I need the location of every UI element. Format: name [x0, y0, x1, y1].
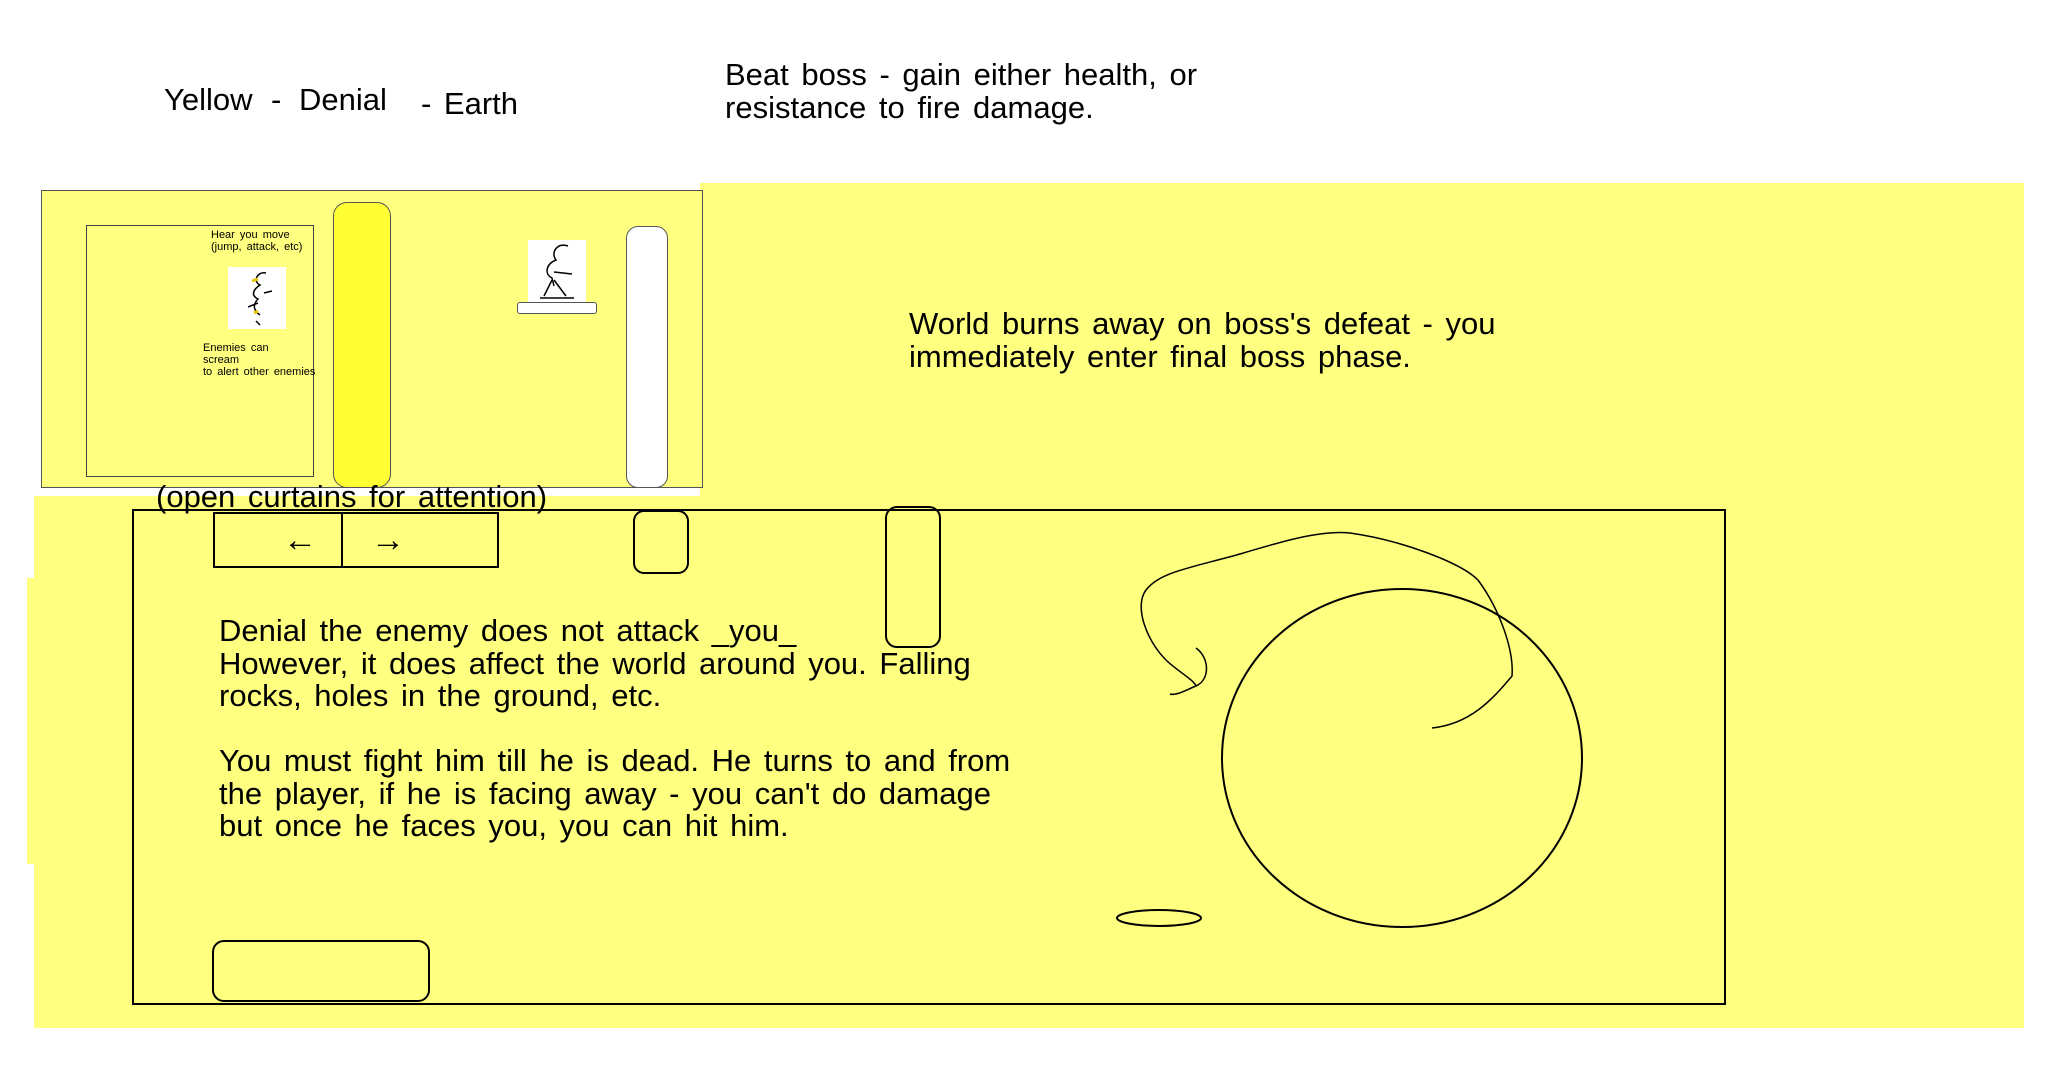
curtains-note: (open curtains for attention) [156, 479, 548, 514]
arrow-button-group [213, 512, 499, 568]
boss-body-circle [1221, 588, 1583, 928]
left-arrow-icon: ← [283, 520, 317, 559]
boss-reward-note: Beat boss - gain either health, or resis… [725, 57, 1198, 125]
enemy-figure-large-icon [540, 244, 574, 299]
arrow-divider [341, 512, 343, 568]
small-rounded-button[interactable] [633, 510, 689, 574]
background-panel-bottom [34, 496, 2024, 1028]
boss-hood-outline [1140, 531, 1513, 729]
title-element: - Earth [421, 86, 519, 121]
tall-rounded-slot[interactable] [885, 506, 941, 648]
hear-note: Hear you move (jump, attack, etc) [211, 229, 303, 253]
world-burn-note: World burns away on boss's defeat - you … [909, 306, 1496, 374]
background-panel-left-ext [27, 578, 137, 864]
bottom-rounded-button[interactable] [212, 940, 430, 1002]
inset-inner-frame [86, 225, 314, 477]
enemy-sketch-large [528, 240, 586, 304]
title-separator: - [271, 82, 282, 117]
right-arrow-button[interactable]: → [343, 514, 493, 566]
enemy-sketch-small [228, 267, 286, 329]
platform [517, 302, 597, 314]
scream-note: Enemies can scream to alert other enemie… [203, 342, 316, 378]
right-arrow-icon: → [371, 520, 405, 559]
yellow-pillar [333, 202, 391, 488]
title-color: Yellow [164, 82, 253, 117]
boss-shadow [1116, 909, 1202, 927]
title-emotion: Denial [299, 82, 387, 117]
boss-description: Denial the enemy does not attack _you_ H… [219, 613, 1011, 843]
enemy-figure-small-icon [247, 272, 273, 326]
left-arrow-button[interactable]: ← [215, 514, 341, 566]
white-pillar [626, 226, 668, 488]
